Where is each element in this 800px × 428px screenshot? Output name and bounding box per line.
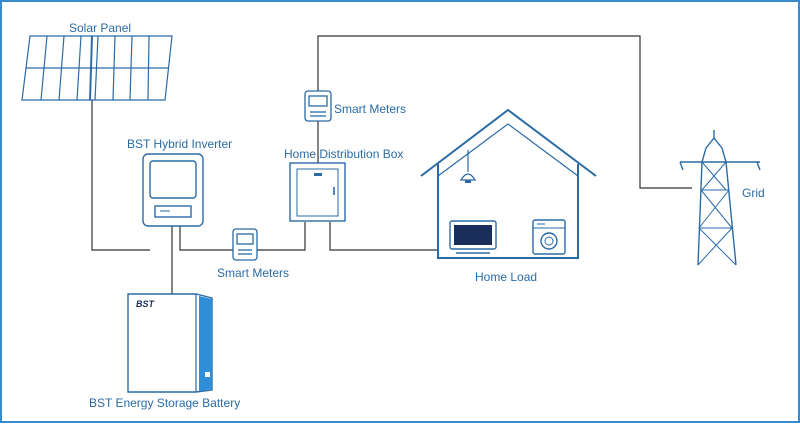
house-roof-inner [437, 123, 579, 177]
smart-meters-bottom-label: Smart Meters [217, 266, 290, 280]
solar-panel-split [89, 35, 93, 101]
battery-label: BST Energy Storage Battery [89, 396, 241, 410]
solar-panel-label: Solar Panel [69, 21, 132, 35]
house-roof-outer [420, 108, 597, 177]
tower-brace [700, 189, 733, 229]
energy-storage-battery [127, 293, 213, 393]
house-walls [437, 164, 579, 259]
tv-screen [454, 225, 492, 245]
inverter-display [154, 205, 192, 218]
solar-cell-divider [58, 35, 65, 101]
distribution-box-label: Home Distribution Box [284, 147, 404, 161]
solar-cell-divider [94, 35, 99, 101]
washing-machine-door [544, 236, 554, 246]
distribution-box-body [289, 162, 346, 222]
meter-to-grid-wire [317, 35, 692, 189]
meter-screen [236, 233, 254, 245]
solar-panel-frame [21, 35, 173, 101]
grid-label: Grid [742, 186, 765, 200]
smart-meter-top [304, 90, 332, 122]
tower-insulator [679, 161, 684, 171]
inverter-label: BST Hybrid Inverter [127, 137, 233, 151]
inverter-body [142, 153, 204, 227]
distribution-box-slot [314, 173, 322, 176]
home-load-label: Home Load [475, 270, 538, 284]
solar-cell-divider [40, 35, 48, 101]
tower-right-leg [721, 147, 737, 266]
distribution-box [289, 162, 346, 222]
tower-brace [701, 161, 727, 191]
tower-brace [697, 227, 733, 266]
smart-meters-top-label: Smart Meters [334, 102, 407, 116]
tower-brace [698, 189, 730, 229]
washing-machine-drum [540, 232, 558, 250]
tower-insulator [756, 161, 761, 171]
hybrid-inverter [142, 153, 204, 227]
battery-side-stripe [199, 296, 212, 391]
battery-indicator [205, 372, 210, 377]
solar-cell-divider [76, 35, 82, 101]
inverter-face [149, 160, 197, 199]
solar-cell-divider [147, 35, 150, 101]
distribution-box-door [296, 168, 339, 217]
wiring [91, 35, 692, 294]
house [420, 108, 597, 259]
solar-to-inverter-wire [91, 100, 150, 251]
smart-meter-bottom [232, 228, 258, 261]
tower-brace [698, 227, 737, 266]
solar-cell-divider [129, 35, 133, 101]
tower-top [705, 136, 723, 149]
distribution-to-home-wire [329, 222, 438, 251]
battery-brand-label: BST [136, 299, 156, 309]
solar-panel [21, 35, 173, 101]
lamp-icon [459, 173, 477, 181]
meter-screen [308, 95, 328, 107]
solar-cell-divider [112, 35, 116, 101]
lamp-bulb [465, 180, 471, 183]
grid-tower-icon [679, 130, 761, 266]
